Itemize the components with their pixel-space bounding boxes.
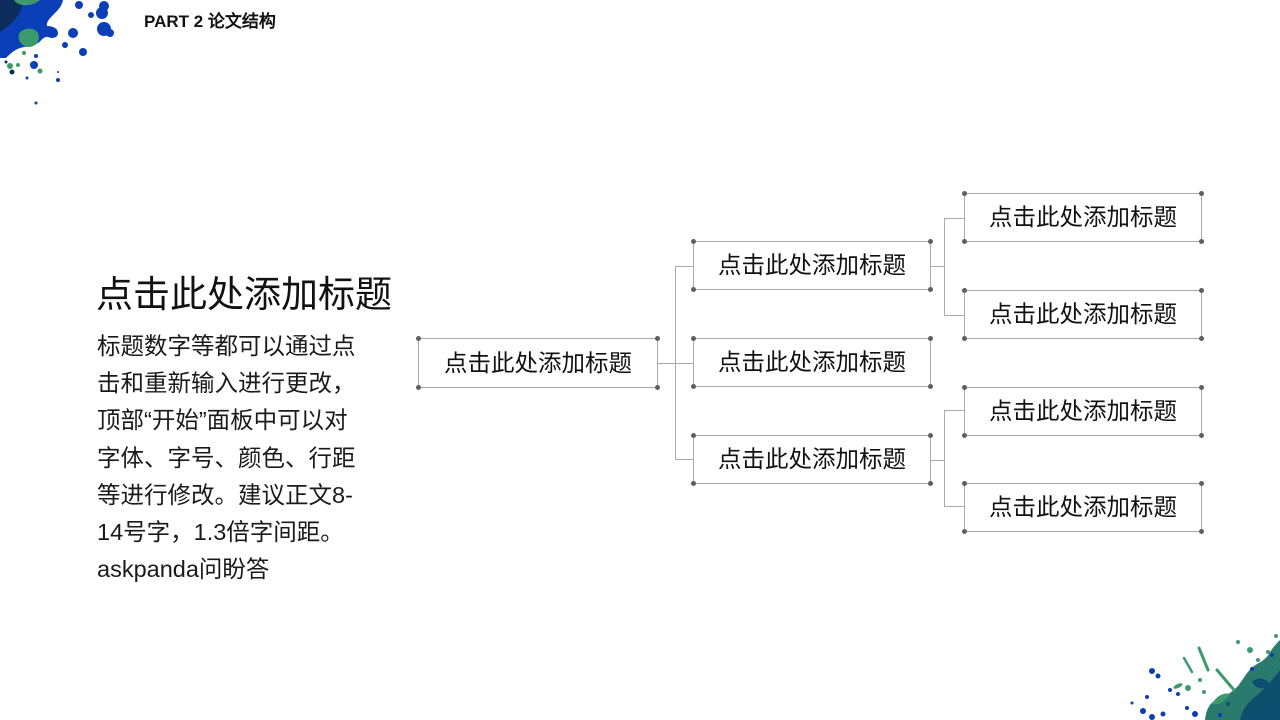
tree-level1-node-1[interactable]: 点击此处添加标题 [691,239,933,292]
body-text-line: 14号字，1.3倍字间距。 [97,519,344,546]
tree-level2-node-3[interactable]: 点击此处添加标题 [962,385,1204,438]
corner-handle [962,433,967,438]
corner-handle [691,384,696,389]
body-text-line: 击和重新输入进行更改， [97,370,356,397]
body-text-line: askpanda问盼答 [97,556,270,583]
body-text[interactable]: 标题数字等都可以通过点 击和重新输入进行更改， 顶部“开始”面板中可以对 字体、… [97,328,356,588]
corner-handle [416,385,421,390]
corner-handle [1199,239,1204,244]
corner-handle [416,336,421,341]
corner-handle [691,287,696,292]
tree-level2-node-1[interactable]: 点击此处添加标题 [962,191,1204,244]
corner-handle [691,433,696,438]
node-label: 点击此处添加标题 [718,446,906,472]
corner-handle [928,239,933,244]
tree-level2-node-2[interactable]: 点击此处添加标题 [962,288,1204,341]
node-label: 点击此处添加标题 [718,349,906,375]
body-text-line: 标题数字等都可以通过点 [97,333,356,359]
tree-root-node[interactable]: 点击此处添加标题 [416,336,660,390]
node-label: 点击此处添加标题 [718,252,906,278]
body-text-line: 字体、字号、颜色、行距 [97,444,356,471]
section-title: PART 2 论文结构 [144,12,276,31]
corner-handle [691,481,696,486]
corner-handle [1199,288,1204,293]
corner-handle [691,336,696,341]
corner-handle [928,433,933,438]
corner-handle [655,385,660,390]
corner-handle [962,191,967,196]
corner-handle [962,288,967,293]
main-title-placeholder[interactable]: 点击此处添加标题 [96,274,392,315]
corner-handle [962,529,967,534]
corner-handle [962,336,967,341]
corner-handle [928,336,933,341]
paint-splatter-top-left-icon [0,0,114,105]
body-text-line: 顶部“开始”面板中可以对 [97,407,348,434]
corner-handle [655,336,660,341]
corner-handle [962,239,967,244]
corner-handle [962,481,967,486]
node-label: 点击此处添加标题 [989,398,1177,424]
corner-handle [1199,433,1204,438]
node-label: 点击此处添加标题 [989,301,1177,327]
tree-level2-node-4[interactable]: 点击此处添加标题 [962,481,1204,534]
tree-level1-node-3[interactable]: 点击此处添加标题 [691,433,933,486]
tree-level1-node-2[interactable]: 点击此处添加标题 [691,336,933,389]
corner-handle [1199,191,1204,196]
corner-handle [1199,385,1204,390]
node-label: 点击此处添加标题 [989,204,1177,230]
corner-handle [1199,529,1204,534]
corner-handle [928,481,933,486]
corner-handle [928,287,933,292]
corner-handle [691,239,696,244]
corner-handle [1199,336,1204,341]
body-text-line: 等进行修改。建议正文8- [97,481,353,508]
node-label: 点击此处添加标题 [444,350,632,376]
corner-handle [962,385,967,390]
corner-handle [1199,481,1204,486]
paint-splatter-bottom-right-icon [1130,634,1280,720]
corner-handle [928,384,933,389]
node-label: 点击此处添加标题 [989,494,1177,520]
